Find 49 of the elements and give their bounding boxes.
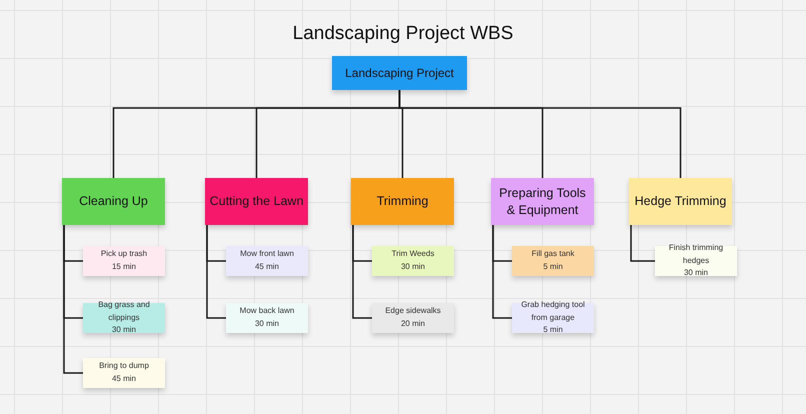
task-card bbox=[226, 246, 308, 276]
node-label: Trimming bbox=[376, 193, 428, 210]
category-box bbox=[351, 178, 454, 225]
node-label: Hedge Trimming bbox=[634, 193, 726, 210]
connector-line bbox=[630, 225, 655, 262]
task-card bbox=[512, 303, 594, 333]
task-card bbox=[372, 246, 454, 276]
task-duration: 15 min bbox=[112, 261, 136, 273]
task-duration: 30 min bbox=[400, 261, 425, 273]
category-box bbox=[491, 178, 594, 225]
task-name: Edge sidewalks bbox=[385, 305, 441, 318]
task-name: Mow back lawn bbox=[240, 305, 294, 318]
task-name: Pick up trash bbox=[100, 248, 148, 260]
task-card bbox=[83, 246, 165, 276]
connector-line bbox=[398, 90, 682, 178]
task-card bbox=[226, 303, 308, 333]
task-card bbox=[372, 303, 454, 333]
task-duration: 20 min bbox=[400, 318, 425, 330]
task-duration: 45 min bbox=[254, 261, 279, 273]
project-box bbox=[332, 56, 467, 90]
task-card bbox=[655, 246, 737, 276]
category-box bbox=[205, 178, 308, 225]
task-name: Finish trimming hedges bbox=[668, 242, 724, 267]
task-name: Trim Weeds bbox=[392, 248, 434, 260]
task-name: Bag grass and clippings bbox=[97, 298, 151, 324]
category-box bbox=[62, 178, 165, 225]
node-label: Cutting the Lawn bbox=[210, 193, 304, 210]
task-name: Mow front lawn bbox=[240, 248, 294, 260]
connector-line bbox=[206, 225, 226, 319]
connector-line bbox=[352, 225, 372, 319]
category-box bbox=[629, 178, 732, 225]
task-name: Fill gas tank bbox=[532, 248, 574, 260]
node-label: Cleaning Up bbox=[79, 193, 148, 210]
task-duration: 5 min bbox=[543, 261, 563, 273]
task-duration: 30 min bbox=[684, 267, 708, 280]
task-name: Bring to dump bbox=[99, 360, 149, 372]
task-duration: 5 min bbox=[543, 324, 563, 336]
connector-line bbox=[492, 225, 512, 319]
node-label: Preparing Tools & Equipment bbox=[498, 184, 587, 218]
task-card bbox=[83, 303, 165, 333]
node-label: Landscaping Project bbox=[345, 65, 454, 82]
task-duration: 30 min bbox=[254, 318, 279, 330]
task-card bbox=[512, 246, 594, 276]
task-duration: 30 min bbox=[112, 324, 136, 336]
task-duration: 45 min bbox=[112, 373, 136, 385]
diagram-title: Landscaping Project WBS bbox=[292, 22, 514, 46]
connector-line bbox=[63, 225, 83, 374]
task-card bbox=[83, 358, 165, 388]
task-name: Grab hedging tool from garage bbox=[520, 298, 586, 324]
